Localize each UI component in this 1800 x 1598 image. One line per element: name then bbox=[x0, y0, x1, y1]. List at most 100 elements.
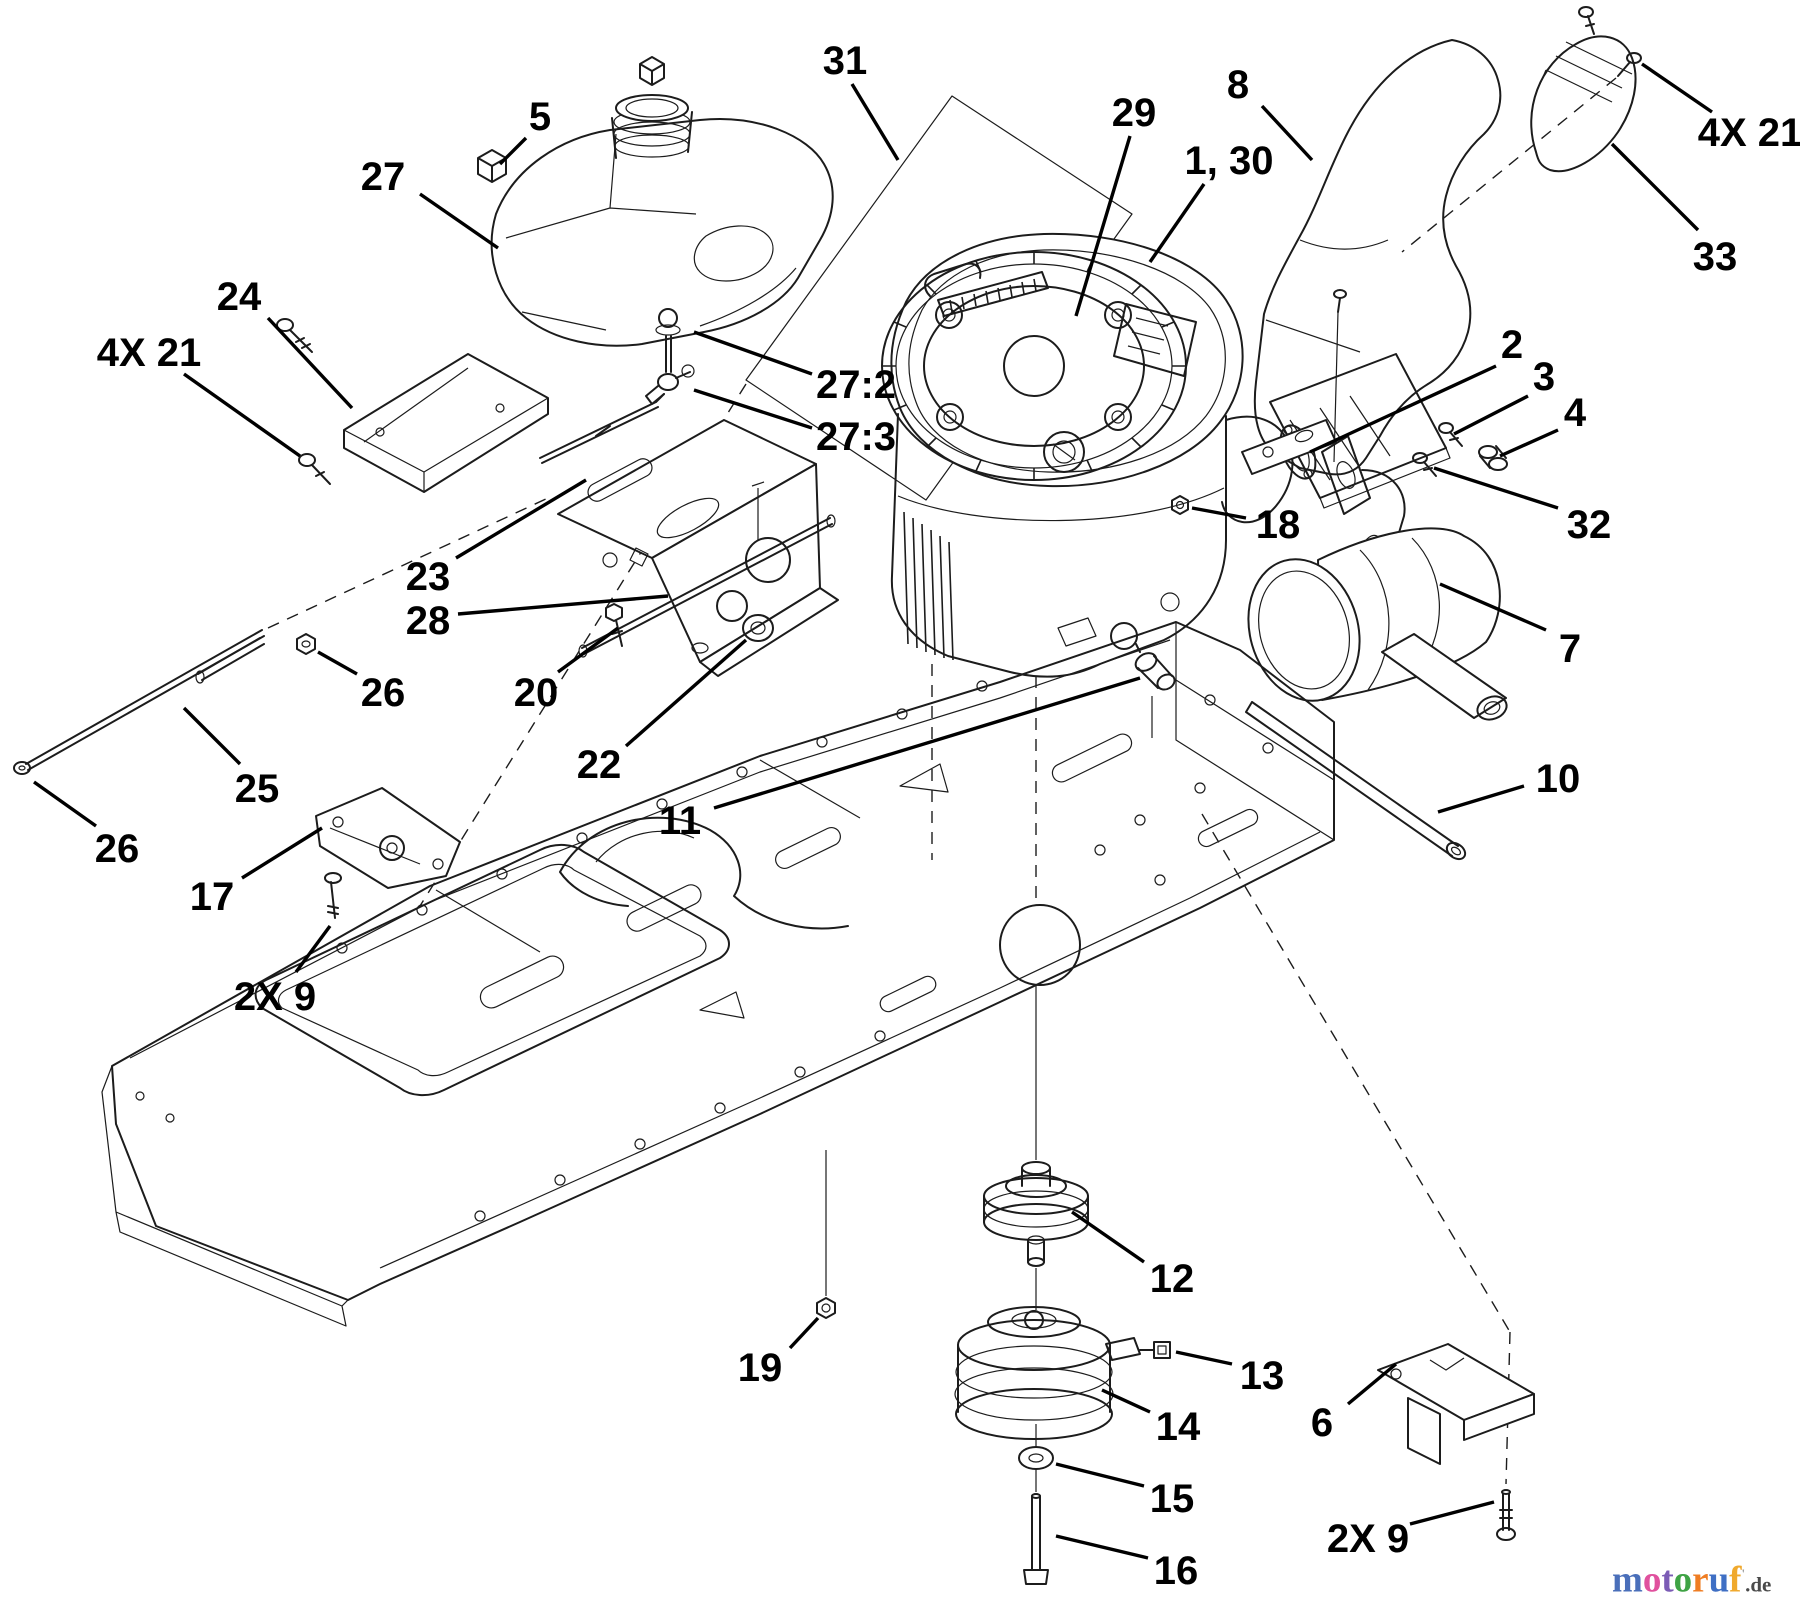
filler-neck bbox=[611, 94, 693, 159]
callout-leader-8 bbox=[1260, 104, 1314, 162]
spark-plug-part-11 bbox=[1134, 643, 1176, 738]
callout-label-8: 8 bbox=[1227, 63, 1249, 107]
callout-leader-26 bbox=[33, 780, 97, 828]
motoruf-logo-mark: ' bbox=[1741, 1566, 1746, 1581]
callout-leader-20 bbox=[556, 626, 620, 674]
nut-18 bbox=[1171, 495, 1189, 515]
callout-leader-15 bbox=[1055, 1462, 1145, 1488]
bracket-part-6 bbox=[1377, 1343, 1535, 1465]
callout-label-22: 22 bbox=[577, 743, 622, 787]
callout-label-2X-9: 2X 9 bbox=[234, 975, 316, 1019]
callout-leader-29 bbox=[1074, 135, 1132, 317]
callout-leader-4 bbox=[1499, 428, 1559, 458]
callout-label-25: 25 bbox=[235, 767, 280, 811]
callout-label-3: 3 bbox=[1533, 355, 1555, 399]
callout-label-13: 13 bbox=[1240, 1354, 1285, 1398]
callout-label-19: 19 bbox=[738, 1346, 783, 1390]
callout-label-4X-21: 4X 21 bbox=[1698, 111, 1800, 155]
callout-label-27-3: 27:3 bbox=[816, 415, 896, 459]
callout-leader-22 bbox=[624, 638, 748, 748]
callout-leader-2 bbox=[1309, 364, 1497, 454]
callout-label-33: 33 bbox=[1693, 235, 1738, 279]
callout-label-5: 5 bbox=[529, 95, 551, 139]
callout-label-2X-9: 2X 9 bbox=[1327, 1517, 1409, 1561]
callout-leader-13 bbox=[1175, 1350, 1233, 1366]
callout-leader-16 bbox=[1055, 1534, 1149, 1560]
callout-label-11: 11 bbox=[659, 799, 701, 843]
air-duct-part bbox=[1241, 39, 1502, 509]
callout-label-14: 14 bbox=[1156, 1405, 1201, 1449]
baffle-plane-part bbox=[419, 95, 1133, 907]
logo-letter: o bbox=[1642, 1559, 1662, 1598]
callout-label-4: 4 bbox=[1564, 391, 1587, 435]
logo-letter: t bbox=[1661, 1559, 1674, 1598]
callout-label-4X-21: 4X 21 bbox=[97, 331, 202, 375]
callout-leader-32 bbox=[1433, 466, 1559, 510]
heat-shield-part bbox=[276, 318, 549, 493]
clutch-part-14 bbox=[954, 1306, 1171, 1440]
callout-label-32: 32 bbox=[1567, 503, 1612, 547]
callout-label-28: 28 bbox=[406, 599, 451, 643]
callout-label-29: 29 bbox=[1112, 91, 1157, 135]
bolt-9-right bbox=[1496, 1489, 1516, 1541]
callout-label-26: 26 bbox=[95, 827, 140, 871]
nut-26-upper bbox=[296, 633, 316, 655]
logo-letter: o bbox=[1673, 1559, 1693, 1598]
pulley-part-12 bbox=[983, 1161, 1089, 1310]
callout-leader-27-3 bbox=[693, 388, 813, 430]
cylinder-fins bbox=[903, 511, 954, 661]
fuel-pipe-part bbox=[1245, 701, 1467, 861]
callout-leader-24 bbox=[266, 316, 354, 410]
callout-leader-12 bbox=[1071, 1210, 1145, 1264]
callout-leader-4X-21 bbox=[1641, 62, 1713, 114]
vent-cube bbox=[639, 56, 665, 86]
callout-label-27: 27 bbox=[361, 155, 406, 199]
cover-screw-a bbox=[1578, 6, 1595, 35]
oil-cap bbox=[1043, 431, 1085, 473]
callout-label-31: 31 bbox=[823, 39, 868, 83]
cover-part-33 bbox=[1401, 6, 1642, 253]
frame-holes bbox=[135, 680, 1206, 1222]
callout-leader-33 bbox=[1610, 142, 1700, 232]
grommet-part-22 bbox=[742, 614, 774, 642]
bolt-9-left bbox=[324, 872, 342, 919]
callout-label-12: 12 bbox=[1150, 1257, 1195, 1301]
nut-part-19 bbox=[816, 1150, 836, 1319]
frame-part bbox=[101, 621, 1335, 1327]
logo-letter: f bbox=[1729, 1559, 1742, 1598]
flywheel-bosses bbox=[935, 301, 1132, 431]
clamp-part bbox=[315, 787, 461, 919]
shield-screw-b bbox=[298, 453, 331, 485]
support-rod-part bbox=[13, 497, 549, 775]
callout-leader-27-2 bbox=[693, 330, 813, 376]
motoruf-logo[interactable]: motoruf'.de bbox=[1612, 1552, 1797, 1598]
engine-label-plate bbox=[937, 271, 1049, 317]
callout-leader-14 bbox=[1101, 1388, 1151, 1414]
callout-leader-4X-21 bbox=[183, 372, 301, 458]
callout-label-27-2: 27:2 bbox=[816, 363, 896, 407]
callout-leader-10 bbox=[1437, 784, 1525, 814]
starter-handle bbox=[924, 262, 982, 297]
engine-part bbox=[881, 232, 1294, 738]
motoruf-logo-word: motoruf bbox=[1612, 1559, 1742, 1598]
callout-label-6: 6 bbox=[1311, 1401, 1333, 1445]
logo-letter: m bbox=[1612, 1559, 1643, 1598]
fuel-tank-part bbox=[477, 56, 834, 405]
callout-leader-2X-9 bbox=[1409, 1500, 1495, 1526]
logo-letter: u bbox=[1708, 1559, 1730, 1598]
bolt-3 bbox=[1438, 422, 1463, 447]
cover-screw-b bbox=[1617, 52, 1642, 77]
spacer-4 bbox=[1478, 445, 1508, 471]
intake-hose bbox=[1221, 415, 1294, 524]
callout-leader-25 bbox=[182, 706, 242, 766]
callout-leader-17 bbox=[241, 826, 323, 880]
callout-label-24: 24 bbox=[217, 275, 262, 319]
callout-label-20: 20 bbox=[514, 671, 559, 715]
flywheel-knurl bbox=[882, 252, 1186, 480]
shield-screw-a bbox=[276, 318, 313, 353]
callout-leader-23 bbox=[455, 478, 587, 560]
pto-hole bbox=[999, 904, 1081, 986]
fuel-cap-cube-part-5 bbox=[477, 149, 507, 183]
